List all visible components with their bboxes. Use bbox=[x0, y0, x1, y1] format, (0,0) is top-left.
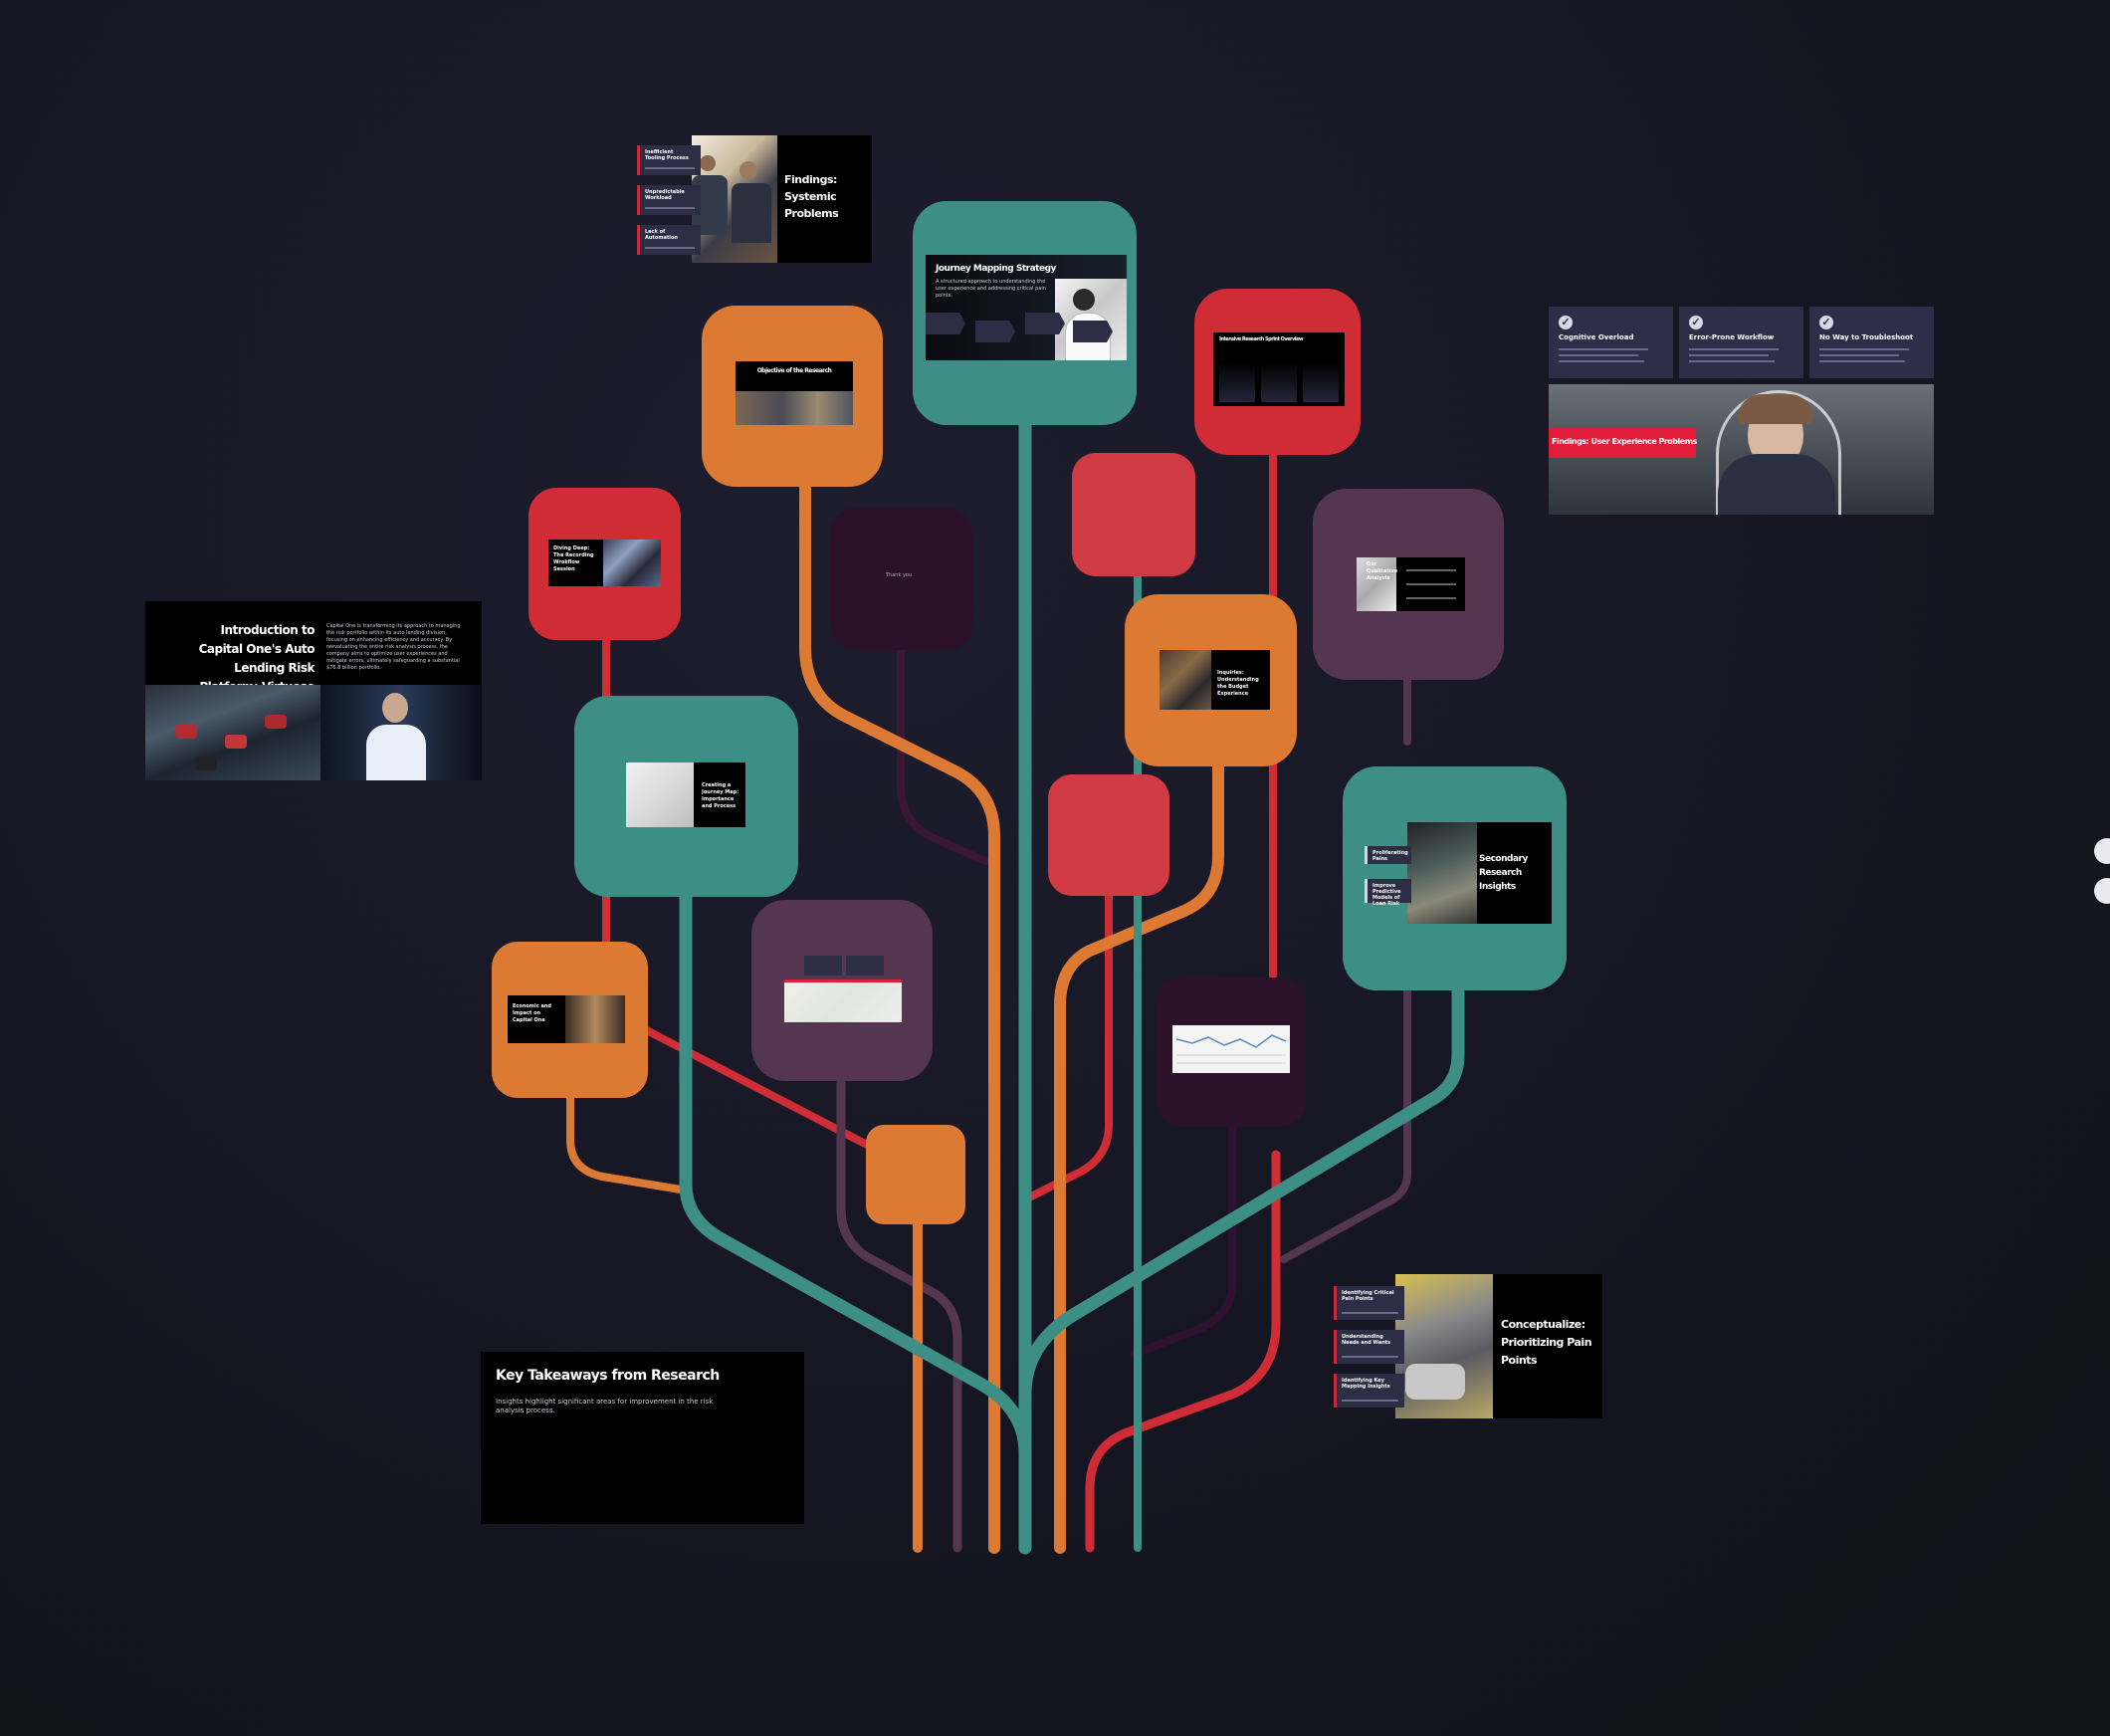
slide-journey[interactable]: Journey Mapping Strategy A structured ap… bbox=[926, 255, 1127, 360]
sprint-column bbox=[1303, 362, 1339, 402]
slide-creating-map[interactable]: Creating a Journey Map: Importance and P… bbox=[626, 762, 745, 827]
systemic-item: Lack of Automation bbox=[637, 225, 701, 255]
line-chart-thumb bbox=[1175, 1034, 1287, 1064]
tree-line bbox=[1021, 887, 1113, 1203]
slide-title: Our Qualitative Analysis bbox=[1367, 561, 1398, 581]
tree-line bbox=[836, 1075, 962, 1553]
secondary-item: Improve Predictive Models of Loan Risk bbox=[1365, 879, 1411, 907]
workstation-photo bbox=[603, 540, 661, 586]
slide-subtitle: A structured approach to understanding t… bbox=[936, 279, 1046, 299]
sprint-column bbox=[1219, 362, 1255, 402]
slide-body: Capital One is transforming its approach… bbox=[326, 623, 461, 671]
conceptualize-item: Identifying Critical Pain Points bbox=[1334, 1286, 1404, 1320]
slide-diving[interactable]: Diving Deep: The Recording Wrokflow Sess… bbox=[548, 540, 661, 586]
conceptualize-item: Understanding Needs and Wants bbox=[1334, 1330, 1404, 1364]
slide-systemic[interactable]: Findings: Systemic Problems Inefficient … bbox=[637, 135, 872, 263]
slide-map-screenshot[interactable] bbox=[784, 954, 904, 1022]
systemic-item: Unpredictable Workload bbox=[637, 185, 701, 215]
systemic-item: Inefficient Tooling Process bbox=[637, 145, 701, 175]
corridor-photo bbox=[565, 995, 625, 1043]
slide-takeaways[interactable]: Key Takeaways from Research Insights hig… bbox=[481, 1352, 804, 1524]
back-button[interactable] bbox=[2094, 878, 2110, 904]
tree-line bbox=[679, 887, 1032, 1460]
slide-ux-problems[interactable]: ✓ Cognitive Overload ✓ Error-Prone Workf… bbox=[1549, 307, 1934, 515]
factory-photo bbox=[1395, 1274, 1493, 1418]
slide-title: Secondary Research Insights bbox=[1479, 854, 1528, 892]
slide-chart-screenshot[interactable] bbox=[1172, 1025, 1290, 1073]
check-icon: ✓ bbox=[1689, 316, 1703, 329]
meeting-photo bbox=[736, 391, 853, 425]
man-thinking-photo bbox=[1055, 279, 1127, 360]
slide-body: Insights highlight significant areas for… bbox=[496, 1398, 714, 1414]
parking-lot-photo bbox=[145, 685, 320, 780]
check-icon: ✓ bbox=[1819, 316, 1833, 329]
map-sketch-photo bbox=[626, 762, 694, 827]
slide-title: Creating a Journey Map: Importance and P… bbox=[702, 782, 739, 809]
tree-line bbox=[1280, 981, 1411, 1263]
conceptualize-item: Identifying Key Mapping Insights bbox=[1334, 1374, 1404, 1408]
journey-step bbox=[975, 321, 1015, 342]
thankyou-label: Thank you bbox=[886, 572, 913, 578]
slide-title: Diving Deep: The Recording Wrokflow Sess… bbox=[553, 545, 594, 572]
slide-economic[interactable]: Economic and Impact on Capital One bbox=[508, 995, 625, 1043]
tree-line bbox=[1085, 1150, 1281, 1553]
journey-step bbox=[926, 313, 965, 334]
slide-title: Objective of the Research bbox=[756, 367, 832, 374]
slide-intro[interactable]: Introduction to Capital One's Auto Lendi… bbox=[145, 601, 482, 780]
sketch-photo bbox=[1357, 557, 1396, 611]
ux-card: ✓ Error-Prone Workflow bbox=[1679, 307, 1803, 378]
journey-step bbox=[1025, 313, 1065, 334]
tree-node-orange-blank[interactable] bbox=[866, 1125, 965, 1224]
tree-line bbox=[1131, 1121, 1236, 1358]
tree-line bbox=[566, 1091, 685, 1194]
man-at-screen-photo bbox=[320, 685, 482, 780]
sprint-column bbox=[1261, 362, 1297, 402]
slide-title: Journey Mapping Strategy bbox=[936, 264, 1056, 274]
ux-card: ✓ Cognitive Overload bbox=[1549, 307, 1673, 378]
slide-title: Conceptualize: Prioritizing Pain Points bbox=[1501, 1318, 1592, 1367]
slide-objective[interactable]: Objective of the Research bbox=[736, 361, 853, 425]
tree-node-red-blank-2[interactable] bbox=[1048, 774, 1169, 896]
slide-inquiries[interactable]: Inquiries: Understanding the Budget Expe… bbox=[1160, 650, 1270, 710]
building-photo bbox=[1407, 822, 1477, 924]
home-button[interactable] bbox=[2094, 838, 2110, 864]
office-photo bbox=[1160, 650, 1211, 710]
journey-step bbox=[1073, 321, 1113, 342]
slide-conceptualize[interactable]: Conceptualize: Prioritizing Pain Points … bbox=[1334, 1274, 1602, 1418]
business-men-photo bbox=[692, 135, 777, 263]
slide-interview[interactable]: Intensive Research Sprint Overview bbox=[1213, 332, 1345, 406]
slide-secondary[interactable]: Secondary Research Insights bbox=[1407, 822, 1552, 924]
tree-line bbox=[1018, 983, 1465, 1401]
ux-title-banner: Findings: User Experience Problems bbox=[1549, 428, 1697, 458]
slide-title: Intensive Research Sprint Overview bbox=[1219, 336, 1303, 342]
tree-node-thankyou[interactable] bbox=[830, 508, 972, 650]
map-image bbox=[784, 979, 902, 1022]
tree-node-red-blank-1[interactable] bbox=[1072, 453, 1195, 576]
tree-line bbox=[799, 477, 1000, 1554]
slide-qualitative[interactable]: Our Qualitative Analysis bbox=[1357, 557, 1465, 611]
secondary-item: Proliferating Pains bbox=[1365, 846, 1411, 864]
slide-title: Economic and Impact on Capital One bbox=[513, 1003, 551, 1023]
tree-line bbox=[897, 643, 989, 865]
slide-title: Findings: User Experience Problems bbox=[1552, 437, 1697, 446]
slide-title: Key Takeaways from Research bbox=[496, 1368, 720, 1384]
check-icon: ✓ bbox=[1559, 316, 1573, 329]
ux-card: ✓ No Way to Troubleshoot bbox=[1809, 307, 1934, 378]
slide-title: Findings: Systemic Problems bbox=[784, 173, 839, 220]
slide-title: Inquiries: Understanding the Budget Expe… bbox=[1217, 670, 1259, 697]
